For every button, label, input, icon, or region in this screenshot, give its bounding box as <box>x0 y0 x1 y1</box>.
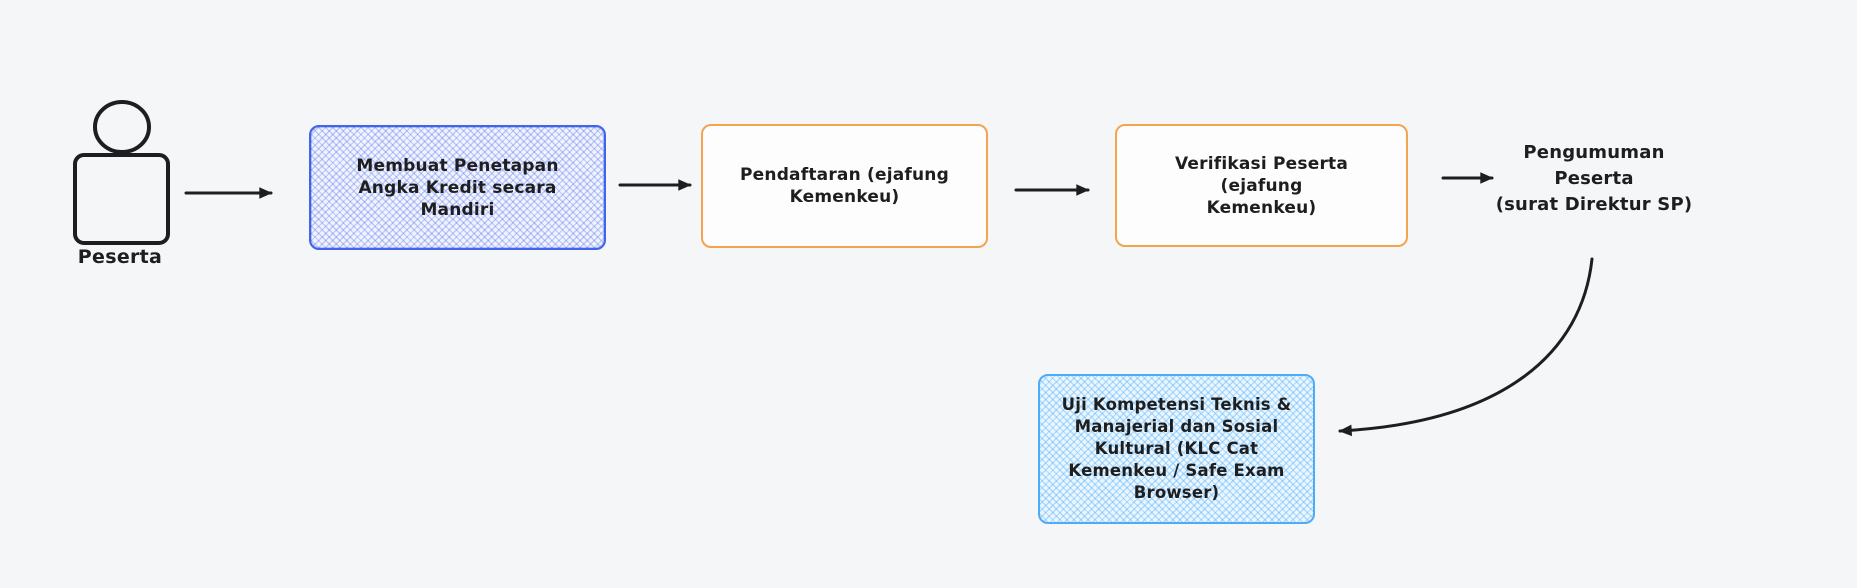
node-pengumuman-text: Pengumuman Peserta (surat Direktur SP) <box>1495 142 1693 215</box>
node-pendaftaran: Pendaftaran (ejafung Kemenkeu) <box>701 124 988 248</box>
node-membuat-penetapan: Membuat Penetapan Angka Kredit secara Ma… <box>309 125 606 250</box>
actor-label: Peserta <box>77 246 163 268</box>
node-pendaftaran-label: Pendaftaran (ejafung Kemenkeu) <box>740 165 949 207</box>
arrow-pengumuman-to-uji-kompetensi <box>1338 257 1594 437</box>
node-membuat-penetapan-label: Membuat Penetapan Angka Kredit secara Ma… <box>356 155 559 220</box>
node-verifikasi: Verifikasi Peserta (ejafung Kemenkeu) <box>1115 124 1408 247</box>
person-icon <box>73 100 170 245</box>
node-uji-kompetensi-label: Uji Kompetensi Teknis & Manajerial dan S… <box>1061 395 1292 502</box>
node-verifikasi-label: Verifikasi Peserta (ejafung Kemenkeu) <box>1174 153 1349 218</box>
node-uji-kompetensi: Uji Kompetensi Teknis & Manajerial dan S… <box>1038 374 1315 524</box>
